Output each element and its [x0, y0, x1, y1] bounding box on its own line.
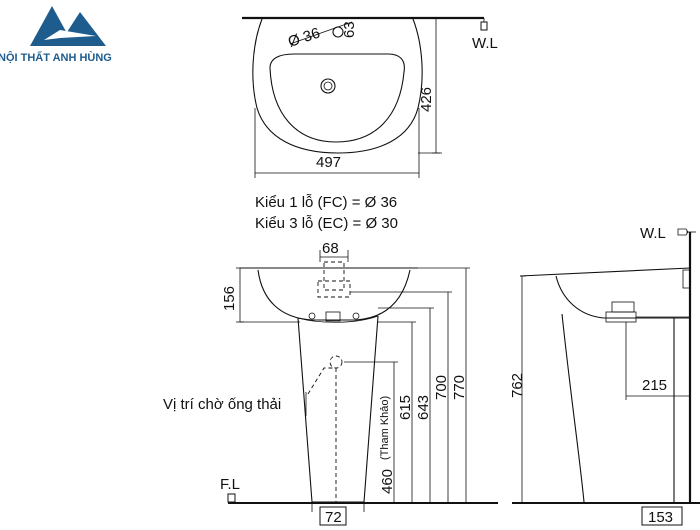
top-wall-label: W.L	[472, 35, 498, 52]
side-trap-body	[605, 311, 637, 323]
note-line-2: Kiểu 3 lỗ (EC) = Ø 30	[255, 215, 398, 232]
front-bowl-outline	[257, 269, 411, 321]
pedestal-top-curve	[297, 315, 379, 323]
side-trap-top	[611, 301, 635, 313]
pedestal-outline	[297, 315, 379, 503]
side-wall-marker	[677, 228, 689, 236]
width-label: 497	[316, 154, 341, 171]
note-line-1: Kiểu 1 lỗ (FC) = Ø 36	[255, 194, 397, 211]
dim-215-label: 215	[642, 377, 667, 394]
dim-770-label: 770	[451, 375, 468, 400]
bowl-height-label: 156	[221, 286, 238, 311]
hole-diameter-label: Ø 36	[286, 25, 322, 51]
dim-460-label: 460	[379, 469, 396, 494]
drain-hole-outer	[320, 78, 336, 94]
side-bowl-outline	[555, 275, 690, 319]
bolt-left	[308, 312, 316, 320]
front-view: F.L 68 156 Vị trí chờ ống thải 460	[163, 240, 498, 526]
logo-mark-right	[58, 12, 106, 46]
side-bracket	[682, 269, 691, 289]
drain-trap-hidden	[329, 355, 343, 369]
logo-swoosh	[44, 30, 96, 40]
side-wall-label: W.L	[640, 225, 666, 242]
tap-width-label: 68	[322, 240, 339, 257]
brand-text: NỘI THẤT ANH HÙNG	[0, 51, 112, 64]
floor-label: F.L	[220, 476, 240, 493]
base-width-label: 72	[325, 509, 342, 526]
top-view: W.L Ø 36 63 426 497	[242, 16, 498, 178]
top-wall-marker	[480, 21, 488, 31]
hole-notes: Kiểu 1 lỗ (FC) = Ø 36 Kiểu 3 lỗ (EC) = Ø…	[255, 194, 398, 232]
hole-leader-line	[289, 21, 353, 45]
side-pedestal-front	[561, 313, 585, 503]
base-label-box	[319, 506, 347, 526]
basin-inner-bowl	[269, 53, 405, 143]
bolt-right	[352, 312, 360, 320]
dim-615-label: 615	[397, 395, 414, 420]
side-view: W.L 762 215 153	[509, 225, 700, 526]
pedestal-notch	[325, 311, 341, 322]
hole-offset-label: 63	[341, 21, 358, 38]
drain-pipe-hidden	[307, 367, 336, 395]
dim-762-label: 762	[509, 373, 526, 398]
drain-position-label: Vị trí chờ ống thải	[163, 396, 281, 413]
side-base-label: 153	[648, 509, 673, 526]
floor-marker	[227, 493, 236, 503]
tap-base-hidden	[317, 280, 351, 298]
drain-hole-inner	[323, 81, 333, 91]
side-rim-line	[519, 267, 691, 277]
reference-label: (Tham Khảo)	[379, 396, 391, 460]
basin-outer-outline	[252, 18, 423, 154]
dim-700-label: 700	[433, 375, 450, 400]
dim-643-label: 643	[415, 395, 432, 420]
tap-body-hidden	[323, 261, 345, 291]
side-base-label-box	[641, 506, 683, 526]
depth-label: 426	[418, 87, 435, 112]
brand-logo: NỘI THẤT ANH HÙNG	[0, 6, 112, 64]
